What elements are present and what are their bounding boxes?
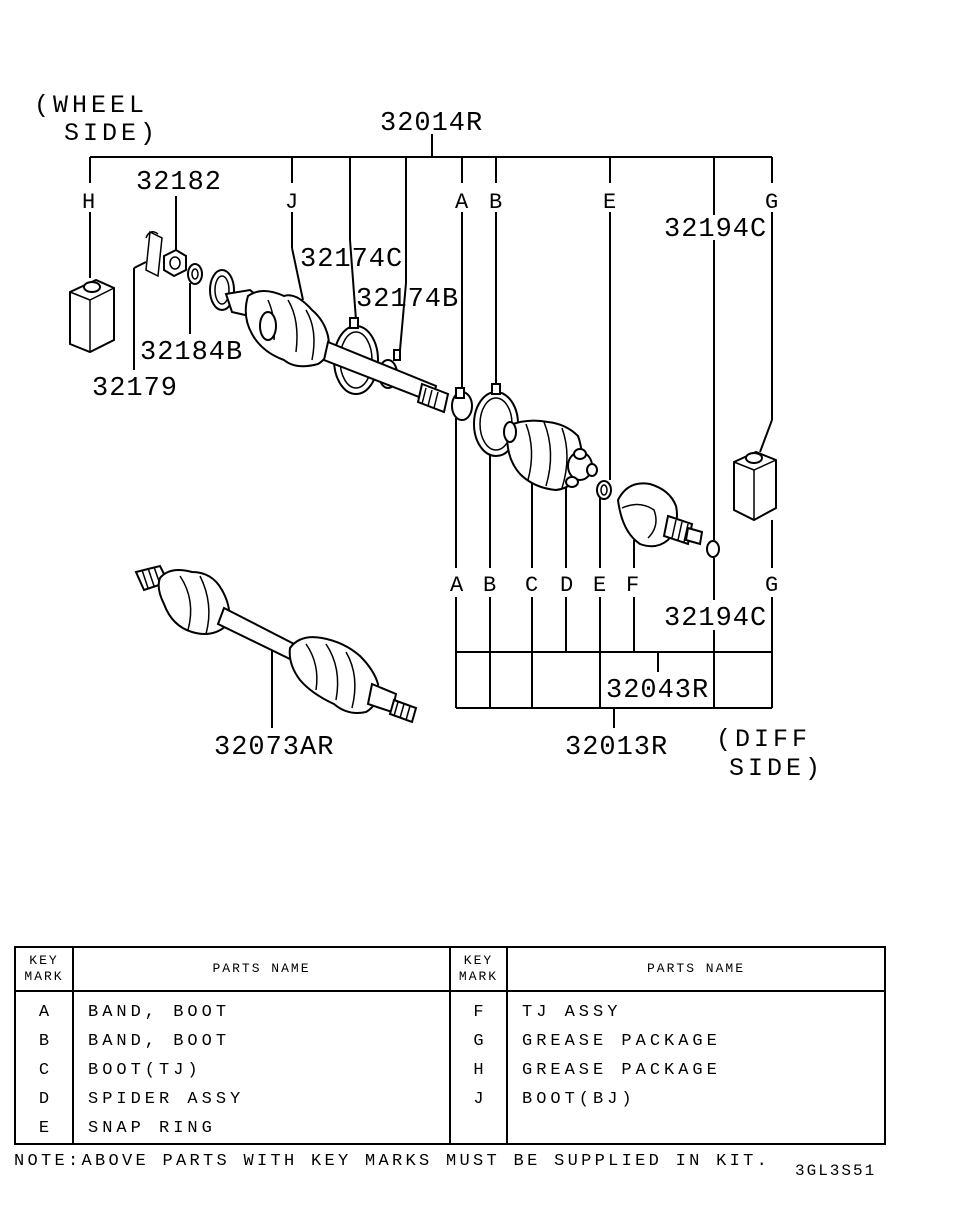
diagram-code: 3GL3S51 — [795, 1162, 877, 1180]
kit-note: NOTE:ABOVE PARTS WITH KEY MARKS MUST BE … — [14, 1152, 771, 1171]
drive-shaft-assembly-32073AR — [134, 564, 418, 728]
legend-key-mark: B — [14, 1027, 74, 1056]
legend-row: A BAND, BOOT F TJ ASSY — [14, 991, 886, 1027]
legend-parts-name-header-right: PARTS NAME — [506, 947, 886, 992]
key-mark-a-bottom: A — [450, 573, 464, 598]
bracket-32014R — [89, 134, 773, 283]
key-mark-e-top: E — [603, 190, 616, 215]
part-number-32013R: 32013R — [565, 733, 668, 763]
exploded-parts-diagram: (WHEEL SIDE) (DIFF SIDE) 32014R H J A B … — [34, 91, 824, 783]
part-number-32194C-bottom: 32194C — [664, 604, 767, 634]
legend-part-name: BAND, BOOT — [72, 991, 451, 1027]
outer-joint-and-boot-bj — [224, 288, 330, 368]
washer-32184B — [187, 263, 203, 285]
key-mark-d-bottom: D — [560, 573, 573, 598]
key-mark-c-bottom: C — [525, 573, 538, 598]
key-mark-a-top: A — [455, 190, 469, 215]
part-number-32179: 32179 — [92, 374, 178, 404]
legend-part-name: BOOT(TJ) — [72, 1056, 451, 1085]
legend-key-mark: G — [449, 1027, 508, 1056]
legend-key-mark: H — [449, 1056, 508, 1085]
key-mark-g-bottom: G — [765, 573, 778, 598]
leader-lines-bottom — [455, 418, 773, 600]
legend-row: C BOOT(TJ) H GREASE PACKAGE — [14, 1056, 886, 1085]
diff-side-label-line2: SIDE) — [729, 754, 824, 783]
leader-lines-top — [89, 196, 773, 540]
legend-parts-name-header-left: PARTS NAME — [72, 947, 451, 992]
snap-ring-e — [596, 480, 612, 500]
legend-key-mark: E — [14, 1114, 74, 1144]
key-mark-e-bottom: E — [593, 573, 606, 598]
legend-key-mark: J — [449, 1085, 508, 1114]
bracket-32043R — [455, 597, 773, 708]
nut-32182 — [163, 248, 187, 278]
part-number-32174B: 32174B — [356, 285, 459, 315]
part-number-32182: 32182 — [136, 168, 222, 198]
part-number-32043R: 32043R — [606, 676, 709, 706]
key-mark-j-top: J — [285, 190, 298, 215]
legend-row: E SNAP RING — [14, 1114, 886, 1144]
grease-package-h — [69, 278, 115, 354]
legend-part-name: GREASE PACKAGE — [506, 1056, 886, 1085]
band-boot-a — [451, 387, 473, 421]
legend-key-mark: D — [14, 1085, 74, 1114]
bracket-32013R — [456, 707, 772, 728]
wheel-side-label-line1: (WHEEL — [34, 91, 148, 120]
part-number-32014R: 32014R — [380, 109, 483, 139]
legend-part-name: GREASE PACKAGE — [506, 1027, 886, 1056]
part-number-32184B: 32184B — [140, 338, 243, 368]
diff-side-label-line1: (DIFF — [716, 725, 811, 754]
key-mark-g-top: G — [765, 190, 778, 215]
legend-row: B BAND, BOOT G GREASE PACKAGE — [14, 1027, 886, 1056]
cotter-pin-32179 — [145, 230, 163, 278]
legend-part-name: TJ ASSY — [506, 991, 886, 1027]
legend-part-name: SNAP RING — [72, 1114, 451, 1144]
legend-key-mark — [449, 1114, 508, 1144]
legend-part-name: SPIDER ASSY — [72, 1085, 451, 1114]
legend-part-name: BOOT(BJ) — [506, 1085, 886, 1114]
o-ring-32194C — [706, 540, 720, 558]
legend-key-mark: F — [449, 991, 508, 1027]
key-mark-f-bottom: F — [626, 573, 639, 598]
drive-shaft — [322, 340, 450, 414]
key-mark-h-top: H — [82, 190, 95, 215]
key-mark-b-top: B — [489, 190, 502, 215]
part-number-32073AR: 32073AR — [214, 733, 334, 763]
legend-key-mark: C — [14, 1056, 74, 1085]
boot-tj-c — [503, 419, 583, 492]
spider-assy-d — [565, 448, 598, 488]
part-number-32194C-top: 32194C — [664, 215, 767, 245]
legend-key-mark: A — [14, 991, 74, 1027]
tj-assy-f — [616, 482, 704, 548]
key-mark-b-bottom: B — [483, 573, 496, 598]
legend-row: D SPIDER ASSY J BOOT(BJ) — [14, 1085, 886, 1114]
wheel-side-label-line2: SIDE) — [64, 119, 159, 148]
grease-package-g — [733, 450, 777, 522]
legend-part-name — [506, 1114, 886, 1144]
legend-part-name: BAND, BOOT — [72, 1027, 451, 1056]
